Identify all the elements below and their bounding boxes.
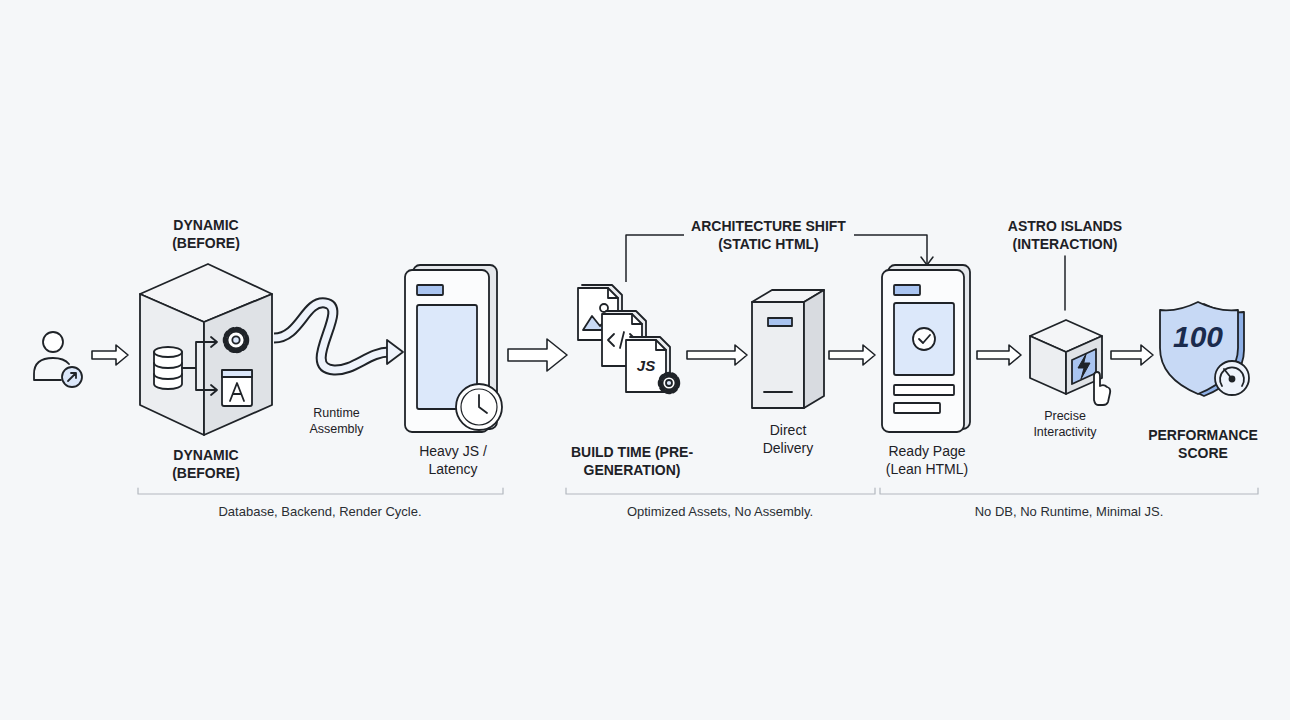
hero-panel xyxy=(894,303,954,375)
build-assets: JSBUILD TIME (PRE-GENERATION) xyxy=(572,282,682,394)
gear-hub xyxy=(666,380,672,386)
logo-mark xyxy=(230,383,244,401)
gear-teeth xyxy=(225,329,247,351)
section-bracket xyxy=(880,488,1258,494)
tablet-front xyxy=(882,270,964,432)
header-bar xyxy=(417,285,443,295)
section-caption: Optimized Assets, No Assembly. xyxy=(570,503,870,521)
section-bracket xyxy=(566,488,875,494)
user-head xyxy=(43,332,63,352)
server-cube-outline xyxy=(138,262,274,437)
score-shield: 100PERFORMANCE SCORE xyxy=(1158,298,1250,398)
flow-arrow xyxy=(508,339,567,371)
flow-arrow xyxy=(829,345,875,365)
edge-label: Runtime Assembly xyxy=(299,405,374,437)
flow-lines xyxy=(182,337,217,395)
slow-page: Heavy JS / Latency xyxy=(403,265,503,435)
doc-icon xyxy=(222,370,252,406)
cube-right xyxy=(204,294,272,435)
flow-arrow xyxy=(1111,345,1153,365)
gear-teeth xyxy=(660,374,678,392)
section-caption: No DB, No Runtime, Minimal JS. xyxy=(889,503,1249,521)
section-caption: Database, Backend, Render Cycle. xyxy=(140,503,500,521)
node-label: Precise Interactivity xyxy=(1015,408,1115,440)
gauge-dial xyxy=(1215,361,1249,395)
section-heading: DYNAMIC (BEFORE) xyxy=(151,446,261,482)
node-label: Direct Delivery xyxy=(753,421,823,457)
callout-line xyxy=(1064,256,1066,310)
clock-hands xyxy=(479,395,487,413)
server-front xyxy=(752,302,804,408)
doc-header xyxy=(222,370,252,377)
runtime-ribbon xyxy=(274,303,403,370)
bolt-icon xyxy=(1078,354,1090,379)
section-heading: BUILD TIME (PRE-GENERATION) xyxy=(547,443,717,479)
ribbon-head xyxy=(387,340,403,364)
island-cube-outline xyxy=(1026,316,1106,396)
db-rings xyxy=(154,363,182,379)
check-mark xyxy=(919,335,930,343)
ribbon-outline xyxy=(274,303,389,370)
user-badge xyxy=(62,367,82,387)
badge-arrow xyxy=(68,373,76,381)
flow-arrow xyxy=(977,345,1021,365)
clock-ring xyxy=(461,389,497,425)
file-badge: JS xyxy=(631,357,661,375)
static-server-outline xyxy=(752,288,824,410)
island-panel xyxy=(1072,349,1096,384)
section-heading: PERFORMANCE SCORE xyxy=(1138,426,1268,462)
vent-line xyxy=(764,391,792,393)
ready-page-outline xyxy=(880,265,972,435)
ribbon-fill xyxy=(274,303,389,370)
gauge-arc xyxy=(1220,367,1244,386)
gear-hub xyxy=(232,336,239,343)
clock-face xyxy=(456,384,502,430)
section-bracket xyxy=(138,488,503,494)
bracket-head xyxy=(921,257,933,265)
check-badge xyxy=(913,328,935,350)
edge-label: ARCHITECTURE SHIFT (STATIC HTML) xyxy=(684,217,854,253)
text-bar xyxy=(894,403,940,413)
script-file-fold xyxy=(656,340,666,350)
header-bar xyxy=(894,285,920,295)
build-assets-outline xyxy=(572,282,682,394)
cube-left xyxy=(1030,336,1066,394)
flow-arrow xyxy=(687,345,747,365)
section-heading: DYNAMIC (BEFORE) xyxy=(151,216,261,252)
gauge-hub xyxy=(1230,377,1235,382)
server-side xyxy=(804,290,824,408)
section-heading: ASTRO ISLANDS (INTERACTION) xyxy=(995,217,1135,253)
db-top xyxy=(154,347,182,357)
code-file-fold xyxy=(632,314,642,324)
score-value: 100 xyxy=(1163,320,1233,354)
gear-body xyxy=(663,377,676,390)
island-cube: ASTRO ISLANDS (INTERACTION)Precise Inter… xyxy=(1026,316,1106,396)
gear-body xyxy=(228,332,245,349)
drive-slot xyxy=(768,318,792,326)
text-bar xyxy=(894,385,954,395)
server-cube: DYNAMIC (BEFORE)DYNAMIC (BEFORE) xyxy=(138,262,274,437)
node-label: Heavy JS / Latency xyxy=(408,442,498,478)
ready-page: Ready Page (Lean HTML) xyxy=(880,265,972,435)
node-label: Ready Page (Lean HTML) xyxy=(880,442,975,478)
entry-arrow xyxy=(92,345,128,365)
hand-cursor xyxy=(1094,372,1110,405)
static-server: Direct Delivery xyxy=(752,288,824,410)
image-file-fold xyxy=(608,288,618,298)
cube-left xyxy=(140,294,204,435)
slow-page-outline xyxy=(403,265,503,435)
